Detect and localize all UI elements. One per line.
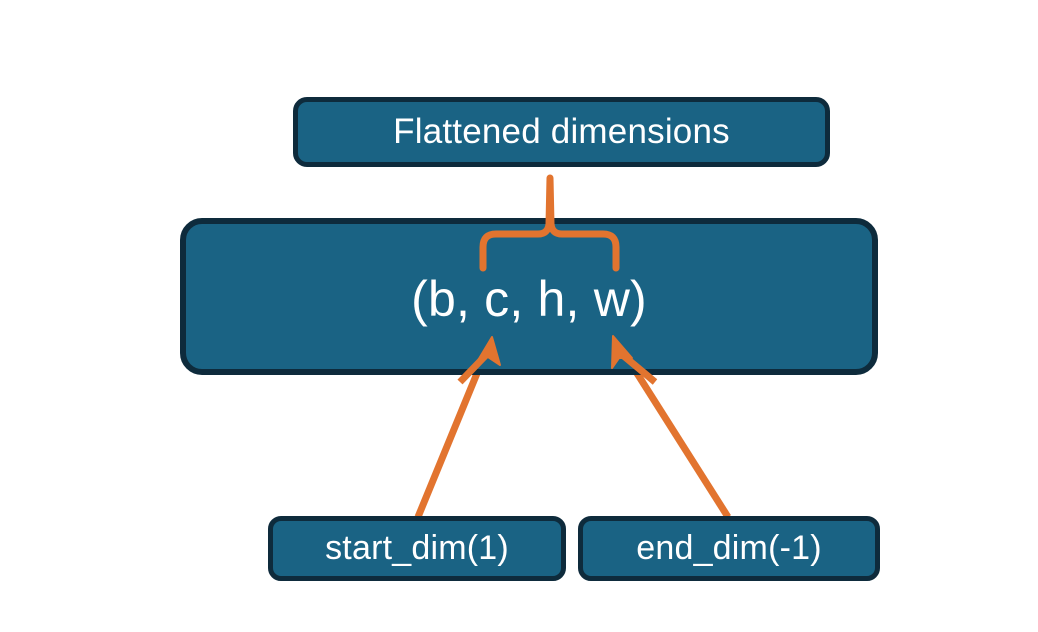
- node-tensor-shape[interactable]: (b, c, h, w): [180, 218, 878, 375]
- node-flattened-dimensions-label: Flattened dimensions: [393, 112, 730, 151]
- node-flattened-dimensions[interactable]: Flattened dimensions: [293, 97, 830, 167]
- node-tensor-shape-label: (b, c, h, w): [411, 271, 647, 327]
- node-end-dim[interactable]: end_dim(-1): [578, 516, 880, 581]
- node-end-dim-label: end_dim(-1): [636, 529, 822, 567]
- node-start-dim-label: start_dim(1): [325, 529, 509, 567]
- node-start-dim[interactable]: start_dim(1): [268, 516, 566, 581]
